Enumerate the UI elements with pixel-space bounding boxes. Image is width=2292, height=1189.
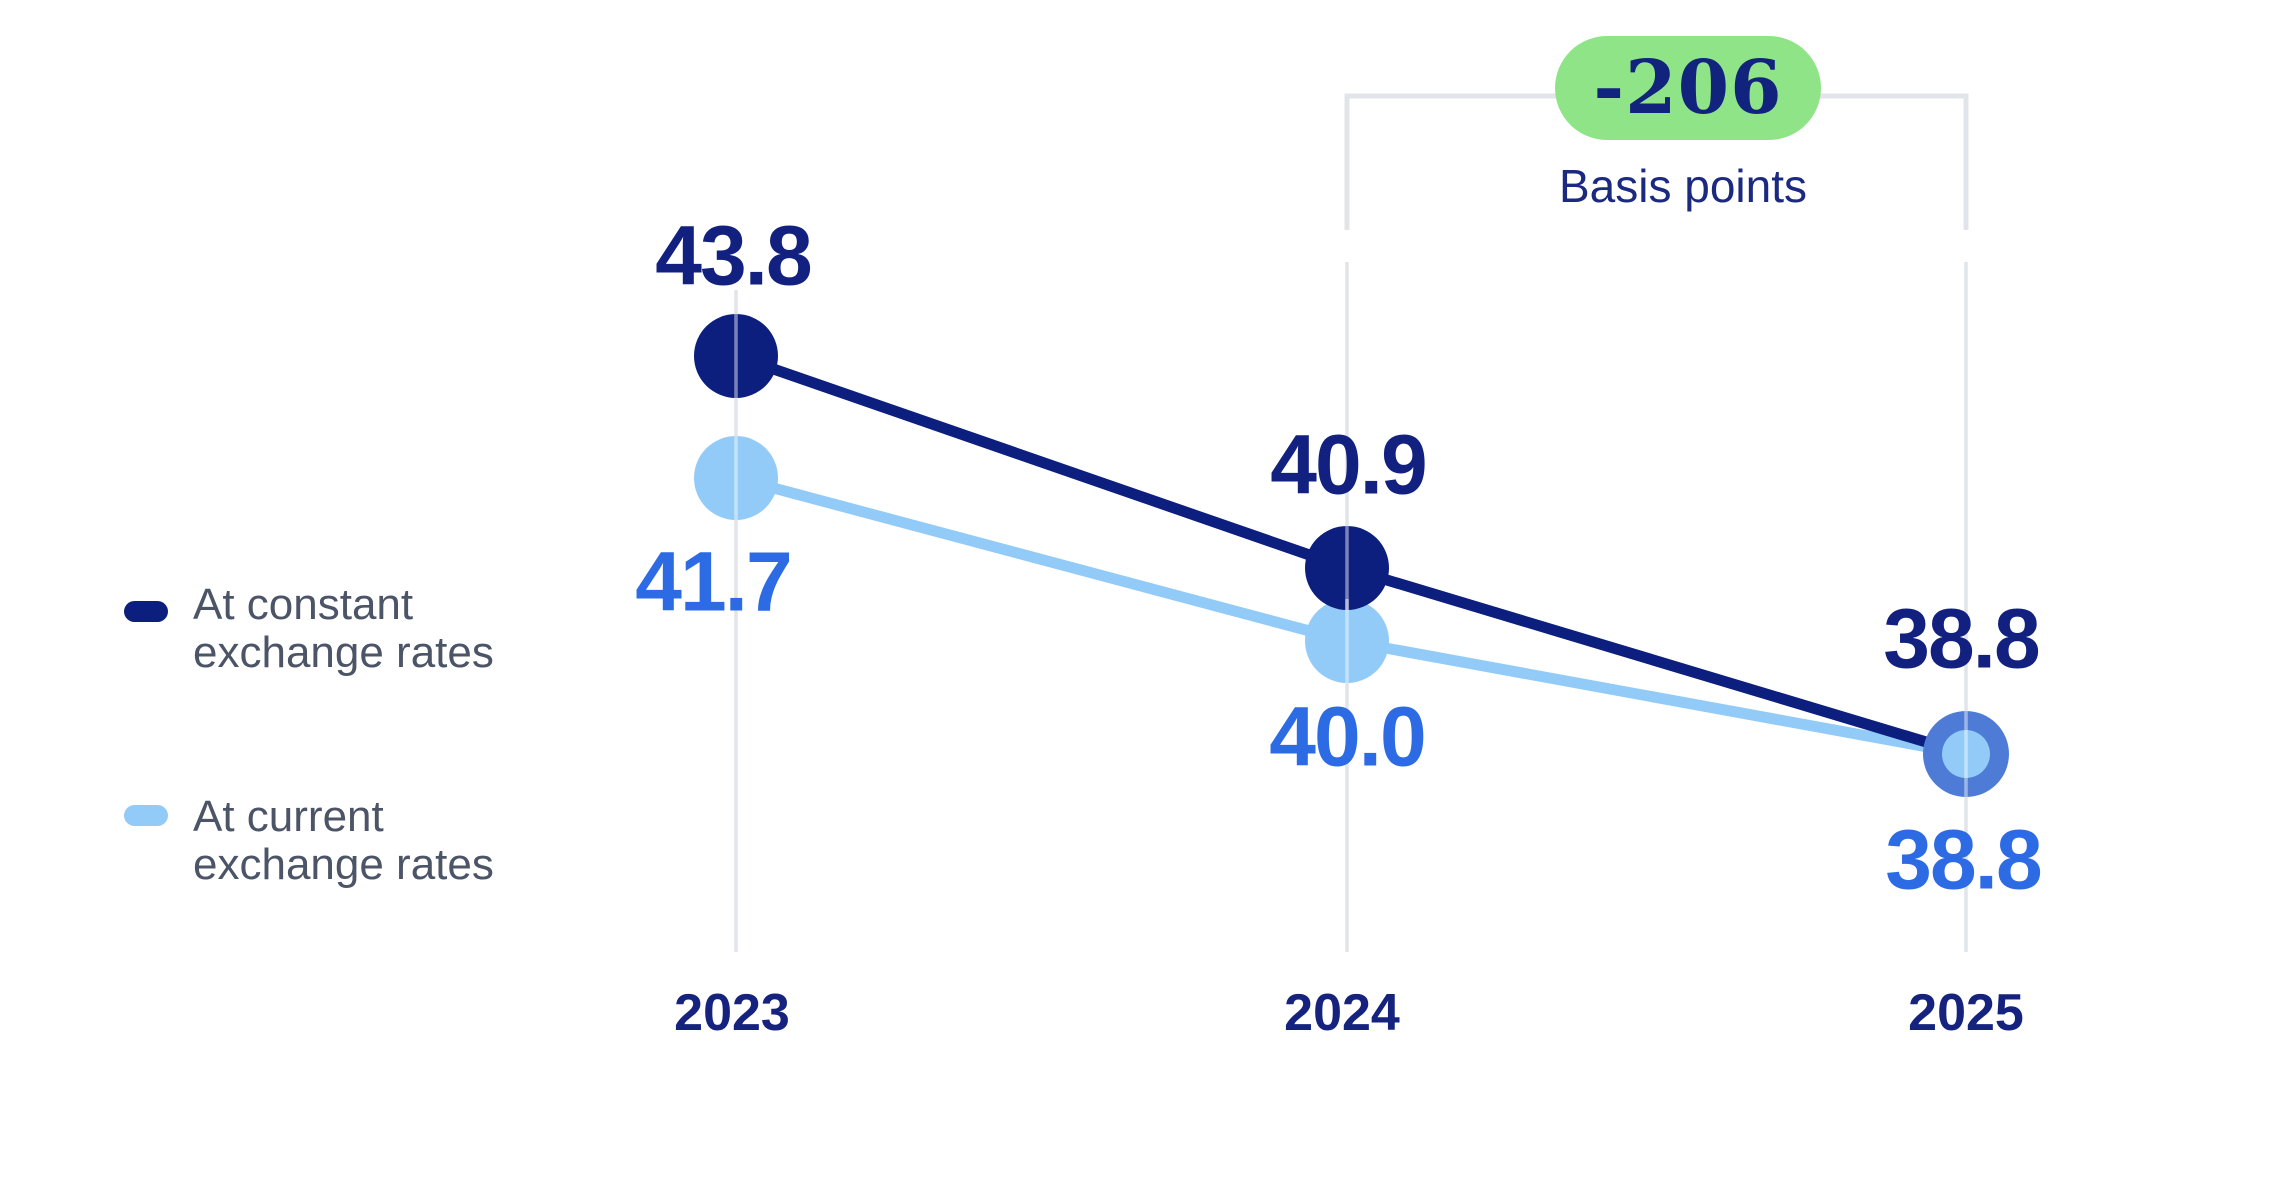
legend-label-current: At current exchange rates xyxy=(193,792,494,889)
x-tick-2025: 2025 xyxy=(1908,984,2024,1042)
point-2023-constant xyxy=(694,314,778,398)
x-tick-2024: 2024 xyxy=(1284,984,1400,1042)
legend-label-constant: At constant exchange rates xyxy=(193,580,494,677)
point-2024-current xyxy=(1305,599,1389,683)
x-tick-2023: 2023 xyxy=(674,984,790,1042)
legend-swatch-current-icon xyxy=(124,805,168,826)
point-2024-constant xyxy=(1305,526,1389,610)
change-badge: -206 xyxy=(1555,36,1821,140)
point-2023-current xyxy=(694,436,778,520)
change-badge-value: -206 xyxy=(1593,45,1783,131)
value-label-2023-current: 41.7 xyxy=(635,534,792,629)
value-label-2024-current: 40.0 xyxy=(1269,689,1426,784)
value-label-2025-current: 38.8 xyxy=(1885,812,2042,907)
value-label-2024-constant: 40.9 xyxy=(1270,417,1427,512)
change-badge-unit-label: Basis points xyxy=(1558,160,1808,212)
value-label-2023-constant: 43.8 xyxy=(655,208,812,303)
value-label-2025-constant: 38.8 xyxy=(1883,591,2040,686)
point-2025-inner xyxy=(1942,730,1990,778)
legend-swatch-constant-icon xyxy=(124,601,168,622)
